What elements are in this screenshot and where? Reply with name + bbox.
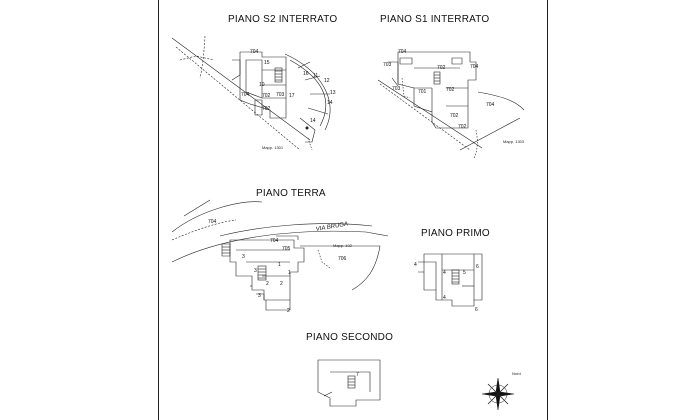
plan-secondo — [317, 359, 381, 407]
room-label: 704 — [250, 49, 259, 55]
room-label: 10 — [259, 82, 265, 88]
room-label: 4 — [443, 270, 446, 276]
title-piano-primo: PIANO PRIMO — [421, 228, 490, 239]
room-label: 702 — [446, 87, 455, 93]
room-label: 704 — [398, 49, 407, 55]
plan-terra — [171, 199, 389, 311]
room-label: 702 — [262, 93, 271, 99]
title-piano-secondo: PIANO SECONDO — [306, 332, 394, 343]
room-label: 12 — [324, 78, 330, 84]
room-label: 702 — [437, 65, 446, 71]
room-label: 4 — [414, 262, 417, 268]
room-label: 15 — [264, 60, 270, 66]
room-label: 14 — [310, 118, 316, 124]
room-label: 1 — [278, 262, 281, 268]
north-arrow-icon — [481, 377, 515, 411]
north-label: Nord — [512, 371, 521, 376]
plan-primo — [418, 253, 483, 307]
drawing-sheet — [158, 0, 548, 420]
room-label: 704 — [241, 92, 250, 98]
room-label: 17 — [289, 93, 295, 99]
room-label: 705 — [282, 246, 291, 252]
room-label: 16 — [303, 71, 309, 77]
plan-s2 — [171, 35, 331, 151]
room-label: 704 — [486, 102, 495, 108]
mapp-label-s1: Mapp. 1303 — [503, 139, 525, 144]
title-piano-terra: PIANO TERRA — [256, 188, 326, 199]
room-label: 2 — [287, 308, 290, 314]
room-label: 704 — [270, 238, 279, 244]
room-label: 702 — [450, 113, 459, 119]
room-label: 2 — [266, 281, 269, 287]
room-label: 702 — [458, 124, 467, 130]
room-label: 1 — [288, 270, 291, 276]
room-label: 6 — [475, 307, 478, 313]
room-label: 703 — [392, 86, 401, 92]
room-label: 5 — [463, 270, 466, 276]
title-piano-s2: PIANO S2 INTERRATO — [228, 14, 338, 25]
mapp-label-terra: Mapp. 102 — [333, 243, 352, 248]
room-label: 706 — [338, 256, 347, 262]
room-label: 3 — [258, 293, 261, 299]
mapp-label-s2: Mapp. 1301 — [262, 145, 284, 150]
room-label: 11 — [313, 73, 319, 79]
room-label: 13 — [330, 90, 336, 96]
room-label: 6 — [476, 264, 479, 270]
room-label: 702 — [262, 106, 271, 112]
room-label: 703 — [276, 92, 285, 98]
room-label: 14 — [327, 100, 333, 106]
room-label: 701 — [418, 89, 427, 95]
room-label: 703 — [383, 62, 392, 68]
room-label: 704 — [470, 64, 479, 70]
title-piano-s1: PIANO S1 INTERRATO — [380, 14, 490, 25]
room-label: 7 — [356, 372, 359, 378]
plan-s1 — [377, 51, 525, 159]
room-label: 4 — [443, 295, 446, 301]
room-label: 3 — [254, 268, 257, 274]
room-label: 3 — [242, 254, 245, 260]
room-label: 2 — [280, 281, 283, 287]
room-label: 704 — [208, 219, 217, 225]
